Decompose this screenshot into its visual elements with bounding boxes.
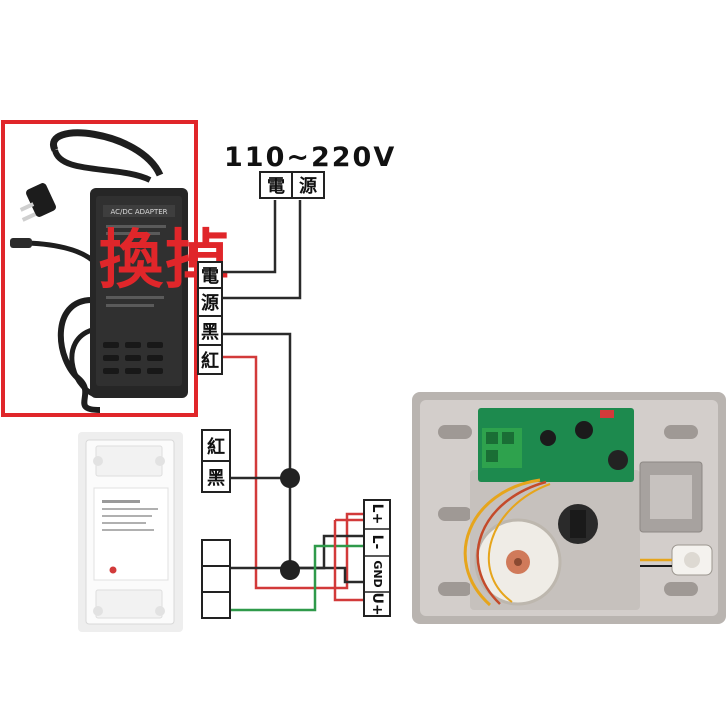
junction-dot-upper xyxy=(280,468,300,488)
voltage-label: 110~220V xyxy=(224,142,396,173)
lock-green-wire xyxy=(228,544,366,612)
adapter-highlight-box xyxy=(1,120,198,417)
lock-red-wire-3 xyxy=(333,520,366,602)
wireless-controller-image xyxy=(78,432,183,632)
controller-wire-label-block: 紅 黑 xyxy=(201,429,231,493)
adapter-red-wire xyxy=(218,355,366,590)
controller-wire-label-1: 紅 xyxy=(207,436,225,458)
adapter-black-wire xyxy=(218,332,292,568)
mains-wire-left xyxy=(218,200,277,274)
top-terminal-block: 電 源 xyxy=(259,171,325,199)
controller-wire-label-2: 黑 xyxy=(207,468,225,489)
power-adapter-image: AC/DC ADAPTER 換掉 xyxy=(10,129,229,413)
mains-wire-right xyxy=(218,200,302,300)
adapter-wire-label-4: 紅 xyxy=(201,350,219,372)
adapter-wire-label-column: 電 源 黑 紅 xyxy=(197,261,223,375)
adapter-wire-label-3: 黑 xyxy=(201,322,219,343)
lock-terminal-label-4: U+ xyxy=(369,592,385,615)
lock-gnd-wire xyxy=(290,566,366,584)
lock-terminal-label-1: L+ xyxy=(369,504,385,525)
lock-black-wire xyxy=(290,534,366,570)
controller-output-terminal xyxy=(201,539,231,619)
electric-lock-image xyxy=(412,392,726,624)
lock-terminal-block: L+ L- GND U+ xyxy=(363,499,391,617)
wires xyxy=(218,200,366,612)
lock-terminal-label-3: GND xyxy=(371,560,384,587)
adapter-wire-label-2: 源 xyxy=(201,292,219,314)
junction-dot-lower xyxy=(280,560,300,580)
top-terminal-label-1: 電 xyxy=(267,176,285,197)
lock-terminal-label-2: L- xyxy=(369,535,385,550)
adapter-wire-label-1: 電 xyxy=(201,266,219,287)
top-terminal-label-2: 源 xyxy=(299,175,317,197)
adapter-case-text: AC/DC ADAPTER xyxy=(110,208,167,216)
